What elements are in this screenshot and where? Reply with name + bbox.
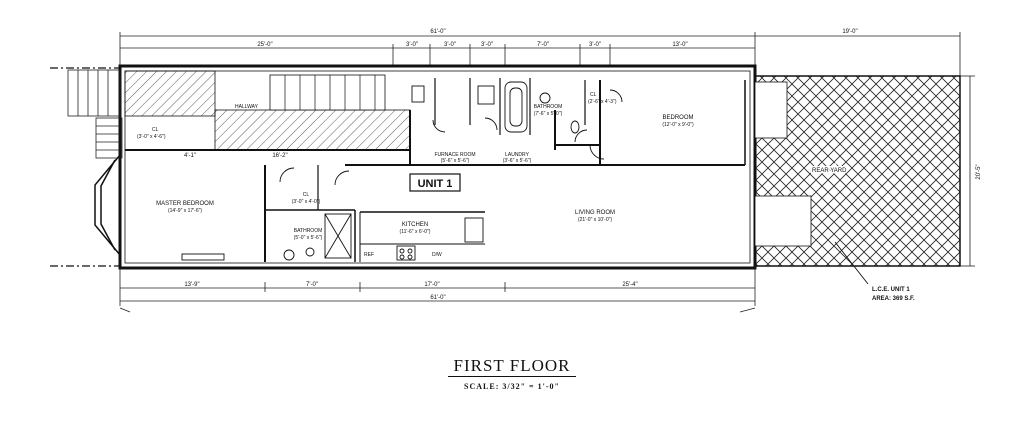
bottom-seg-4: 25'-4" — [622, 282, 637, 288]
rear-yard-label: REAR YARD — [812, 168, 847, 174]
hall-dim-b: 16'-2" — [272, 153, 287, 159]
scale-note: SCALE: 3/32" = 1'-0" — [464, 382, 560, 391]
overall-top-dim: 61'-0" — [430, 29, 445, 35]
stair-hatch — [124, 70, 411, 151]
closet-mid-label: CL — [303, 192, 310, 198]
top-seg-7: 13'-0" — [672, 42, 687, 48]
yard-top-dim: 19'-0" — [842, 29, 857, 35]
bottom-dimension-lines — [119, 268, 756, 313]
ref-label: REF — [364, 252, 374, 258]
floor-title: FIRST FLOOR — [0, 356, 1024, 377]
closet-front-label: CL — [152, 127, 159, 133]
top-seg-2: 3'-0" — [406, 42, 418, 48]
closet-upper-label: CL — [590, 92, 597, 98]
bottom-seg-2: 7'-0" — [306, 282, 318, 288]
unit-label: UNIT 1 — [418, 178, 453, 190]
living-room-label: LIVING ROOM — [575, 210, 615, 216]
dw-label: D/W — [432, 252, 442, 258]
unit-label-box — [409, 173, 461, 192]
lce-line-2: AREA: 369 S.F. — [872, 296, 915, 302]
bay-window — [94, 154, 121, 256]
top-seg-5: 7'-0" — [537, 42, 549, 48]
master-bedroom-dims: (14'-9" x 17'-6") — [168, 208, 202, 214]
laundry-label: LAUNDRY — [505, 152, 529, 158]
rear-yard — [754, 75, 975, 267]
top-seg-6: 3'-0" — [589, 42, 601, 48]
closet-upper-dims: (2'-6" x 4'-3") — [588, 99, 617, 105]
furnace-room-label: FURNACE ROOM — [434, 152, 475, 158]
hall-dim-a: 4'-1" — [184, 153, 196, 159]
bottom-seg-1: 13'-9" — [184, 282, 199, 288]
top-seg-3: 3'-0" — [444, 42, 456, 48]
kitchen-label: KITCHEN — [402, 222, 428, 228]
bathroom-upper-label: BATHROOM — [534, 104, 563, 110]
bathroom-lower-label: BATHROOM — [294, 228, 323, 234]
top-seg-1: 25'-0" — [257, 42, 272, 48]
bottom-seg-3: 17'-0" — [424, 282, 439, 288]
bathroom-lower-dims: (5'-0" x 5'-6") — [294, 235, 323, 241]
closet-front-dims: (3'-0" x 4'-6") — [137, 134, 166, 140]
master-bedroom-label: MASTER BEDROOM — [156, 201, 214, 207]
floor-title-text: FIRST FLOOR — [447, 356, 577, 377]
furnace-room-dims: (5'-6" x 5'-6") — [441, 158, 470, 164]
living-room-dims: (21'-0" x 10'-0") — [578, 217, 612, 223]
lce-leader-line — [834, 241, 869, 285]
front-stairs — [67, 69, 123, 159]
bedroom-label: BEDROOM — [662, 115, 693, 121]
hallway-label: HALLWAY — [235, 104, 259, 110]
yard-side-dim: 20'-5" — [976, 164, 982, 179]
kitchen-dims: (11'-6" x 6'-0") — [400, 229, 431, 235]
laundry-dims: (3'-6" x 5'-6") — [503, 158, 532, 164]
lce-line-1: L.C.E. UNIT 1 — [872, 287, 910, 293]
top-seg-4: 3'-0" — [481, 42, 493, 48]
top-dimension-lines — [119, 32, 961, 76]
overall-bottom-dim: 61'-0" — [430, 295, 445, 301]
closet-mid-dims: (3'-0" x 4'-0") — [292, 199, 321, 205]
fixtures — [181, 81, 623, 261]
bathroom-upper-dims: (7'-6" x 5'-0") — [534, 111, 563, 117]
bedroom-dims: (12'-0" x 9'-0") — [662, 122, 694, 128]
